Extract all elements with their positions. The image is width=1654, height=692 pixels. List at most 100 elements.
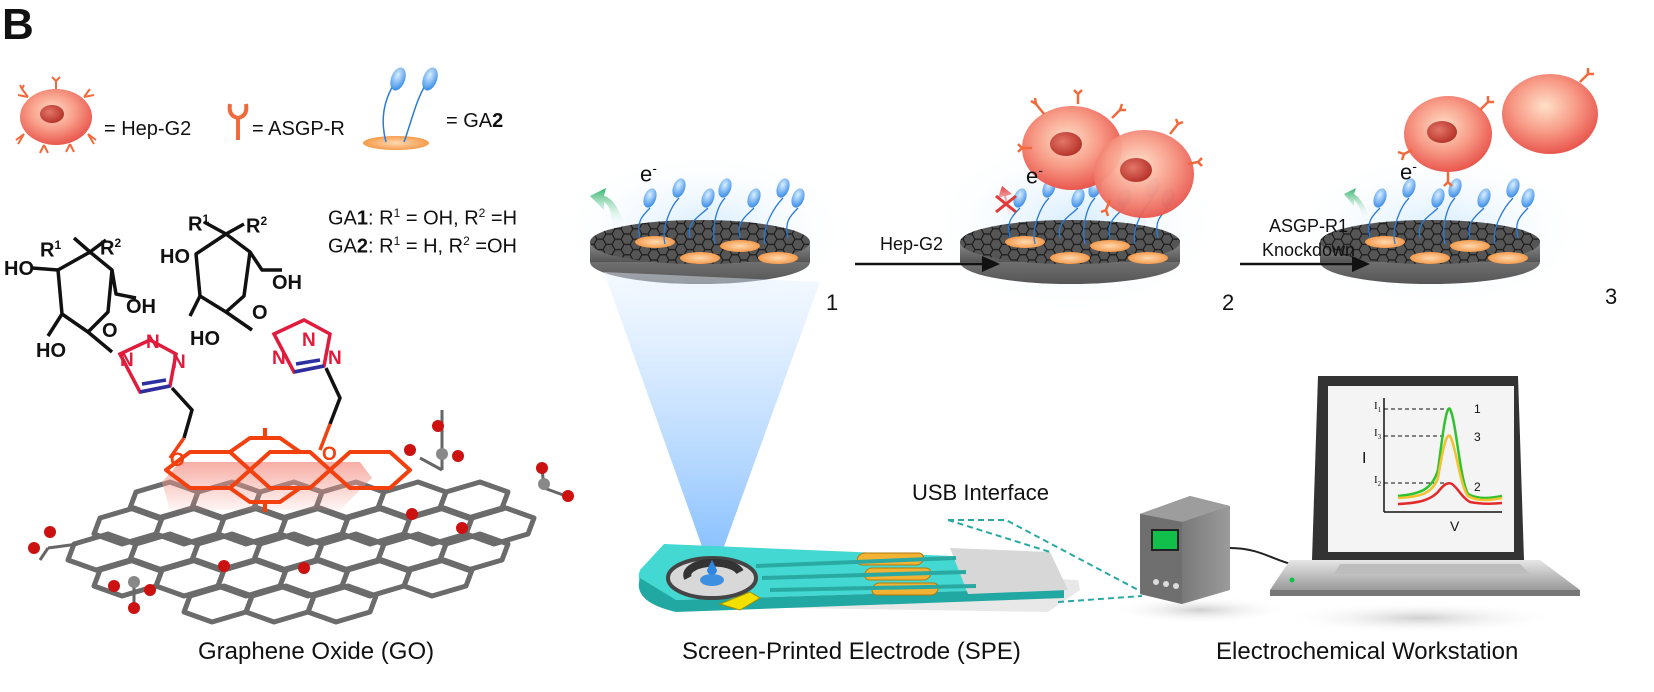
legend-hep-g2-label: = Hep-G2 bbox=[104, 118, 192, 140]
atom-r2-left: R2 bbox=[100, 236, 122, 260]
tether-line bbox=[1468, 207, 1485, 239]
atom-r1-left: R1 bbox=[40, 238, 62, 262]
tether-line bbox=[663, 197, 680, 245]
sugar-bead bbox=[1477, 188, 1491, 208]
tether-line bbox=[1443, 197, 1456, 245]
sugar-bead bbox=[701, 188, 715, 208]
electrode-disc-2 bbox=[925, 135, 1225, 315]
hep-g2-cell-icon bbox=[15, 76, 97, 154]
triazole-double-bond-left bbox=[139, 378, 171, 394]
sugar-bead bbox=[672, 178, 686, 198]
triazole-double-bond-right bbox=[293, 358, 325, 374]
plot-curve-label-2: 2 bbox=[1474, 480, 1481, 494]
disc-number-3: 3 bbox=[1605, 284, 1618, 309]
tether-line bbox=[738, 207, 755, 239]
electron-transfer-arrow-2-blocked bbox=[995, 186, 1017, 222]
atom-n-right-2: N bbox=[302, 330, 316, 351]
triazole-right bbox=[271, 318, 332, 374]
panel-label: B bbox=[2, 0, 34, 49]
curve-3 bbox=[1397, 434, 1503, 502]
screen-printed-electrode bbox=[638, 544, 1080, 612]
tether-line bbox=[1516, 207, 1529, 239]
tether-line bbox=[1418, 207, 1439, 239]
voltammogram-plot bbox=[1383, 398, 1503, 513]
hep-g2-cells-released bbox=[1397, 68, 1598, 187]
plot-y-axis-label: I bbox=[1362, 450, 1367, 467]
sugar-bead bbox=[643, 188, 657, 208]
atom-ho-left-2: HO bbox=[36, 340, 66, 362]
tether-line bbox=[1083, 197, 1096, 245]
legend-asgp-r-label: = ASGP-R bbox=[252, 118, 345, 140]
glycoside-structure-right bbox=[188, 220, 282, 332]
atom-ho-right-1: HO bbox=[160, 246, 190, 268]
tether-line bbox=[1368, 207, 1381, 239]
tether-line bbox=[713, 197, 726, 245]
ga2-glycocluster-icon bbox=[363, 67, 438, 150]
step-label-hep-g2: Hep-G2 bbox=[880, 234, 944, 254]
step-arrow-hep-g2 bbox=[855, 256, 1000, 272]
caption-graphene-oxide: Graphene Oxide (GO) bbox=[198, 638, 435, 665]
disc-number-2: 2 bbox=[1222, 290, 1235, 315]
atom-o-ether-right: O bbox=[322, 444, 337, 465]
atom-ho-right-2: HO bbox=[190, 328, 220, 350]
sugar-bead bbox=[1373, 188, 1387, 208]
atom-n-left-3: N bbox=[172, 352, 186, 373]
electron-transfer-arrow-3 bbox=[1344, 188, 1370, 220]
electron-transfer-arrow-1 bbox=[590, 188, 624, 228]
atom-o-ether-left: O bbox=[170, 450, 185, 471]
asgp-r-receptor-icon bbox=[227, 103, 249, 140]
sugar-bead bbox=[1013, 188, 1027, 208]
sugar-bead bbox=[1521, 188, 1535, 208]
electron-label-1: e- bbox=[640, 160, 657, 187]
tether-line bbox=[688, 207, 709, 239]
usb-connection-lines bbox=[947, 519, 1143, 603]
caption-spe: Screen-Printed Electrode (SPE) bbox=[682, 638, 1021, 665]
step-arrow-knockdown bbox=[1240, 256, 1370, 272]
triazole-left bbox=[117, 338, 178, 394]
plot-label-i3: I3 bbox=[1374, 427, 1382, 442]
usb-interface-label: USB Interface bbox=[912, 480, 1049, 505]
potentiostat-box bbox=[1110, 496, 1290, 624]
tether-line bbox=[763, 197, 784, 245]
atom-r1-right: R1 bbox=[188, 212, 210, 236]
ether-left bbox=[168, 436, 186, 460]
tether-line bbox=[1493, 197, 1514, 245]
atom-ho-left-1: HO bbox=[4, 258, 34, 280]
tether-line bbox=[638, 207, 651, 239]
sugar-bead bbox=[1448, 178, 1462, 198]
linker-right bbox=[324, 367, 342, 425]
laptop bbox=[1270, 376, 1580, 634]
formula-ga1: GA1: R1 = OH, R2 =H bbox=[328, 206, 518, 230]
atom-n-right-1: N bbox=[272, 348, 286, 369]
curve-2 bbox=[1397, 482, 1503, 506]
tether-line bbox=[1393, 197, 1410, 245]
atom-o-right: O bbox=[252, 302, 268, 324]
sugar-bead bbox=[1431, 188, 1445, 208]
tether-line bbox=[1033, 197, 1050, 245]
graphene-oxide-sheet bbox=[28, 410, 574, 625]
linker-left bbox=[170, 386, 194, 439]
atom-oh-right: OH bbox=[272, 272, 302, 294]
ether-right bbox=[318, 423, 332, 451]
tether-line bbox=[786, 207, 799, 239]
sugar-bead bbox=[1402, 178, 1416, 198]
curve-1 bbox=[1397, 407, 1503, 500]
atom-oh-left: OH bbox=[126, 296, 156, 318]
atom-o-left: O bbox=[102, 320, 118, 342]
sugar-bead bbox=[776, 178, 790, 198]
sugar-bead bbox=[747, 188, 761, 208]
sugar-bead bbox=[1071, 188, 1085, 208]
plot-label-i1: I1 bbox=[1374, 400, 1382, 415]
formula-ga2: GA2: R1 = H, R2 =OH bbox=[328, 234, 518, 258]
sugar-bead bbox=[791, 188, 805, 208]
atom-n-right-3: N bbox=[328, 348, 342, 369]
anthraquinone-core bbox=[162, 428, 412, 512]
hep-g2-cells-bound bbox=[1017, 89, 1203, 218]
zoom-beam bbox=[604, 272, 820, 552]
electron-label-2: e- bbox=[1026, 162, 1043, 189]
atom-n-left-2: N bbox=[146, 332, 160, 353]
glycoside-structure-left bbox=[31, 236, 137, 354]
disc-number-1: 1 bbox=[826, 290, 839, 315]
